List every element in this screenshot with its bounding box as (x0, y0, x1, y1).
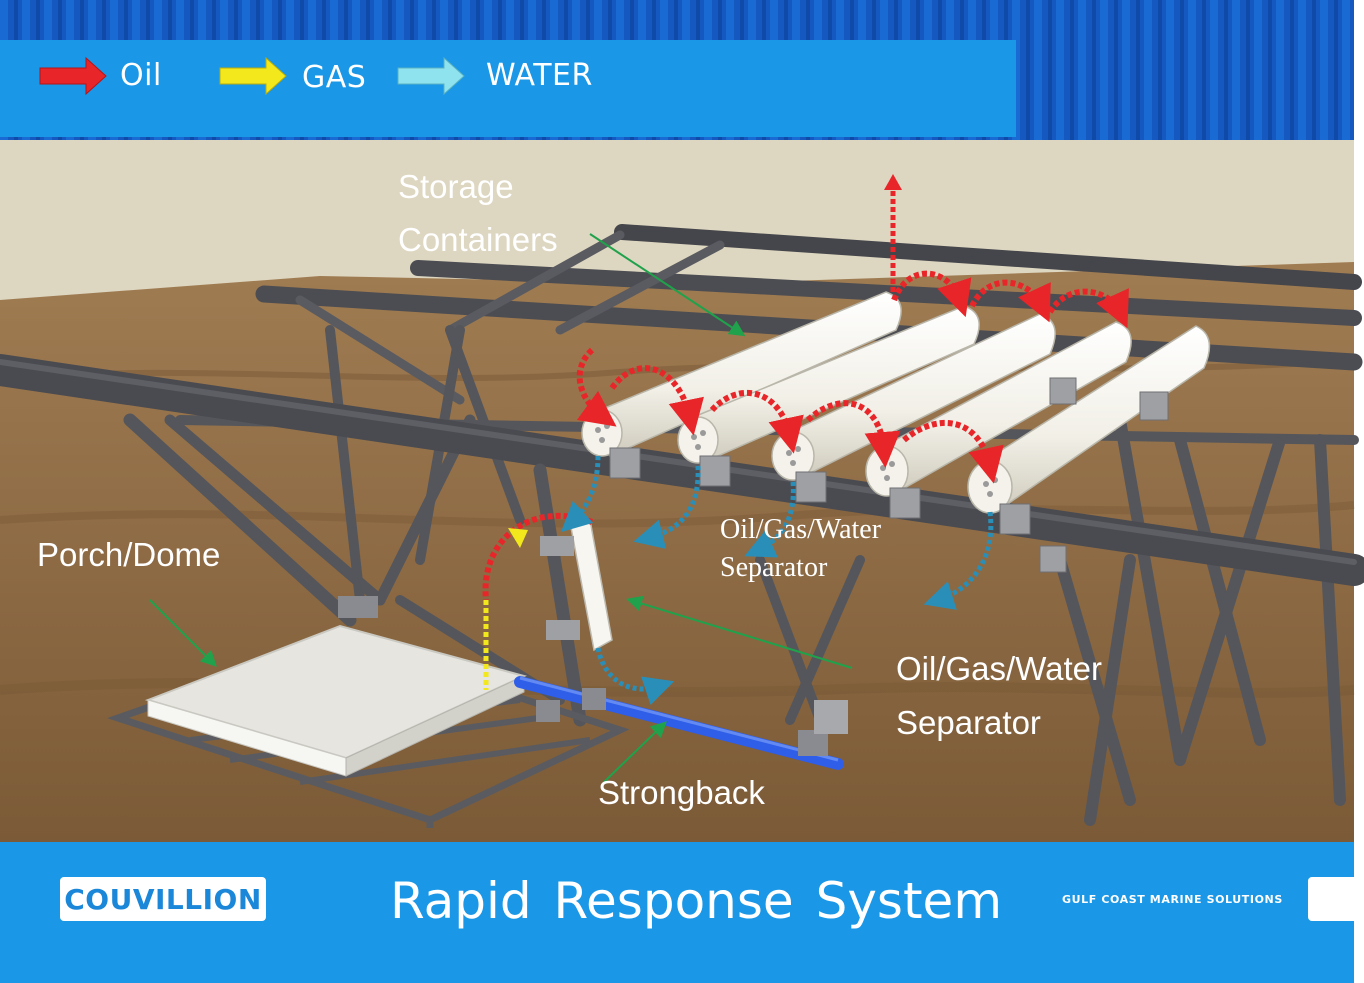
porch-dome (107, 624, 630, 828)
gas-flow-arrow-icon (508, 528, 528, 548)
couvillion-logo: COUVILLION (60, 877, 266, 921)
legend-water-label: WATER (486, 58, 593, 93)
tank-clamps (609, 377, 1169, 573)
legend-gas-arrow-icon (219, 56, 287, 96)
legend-gas-label: GAS (302, 60, 367, 95)
legend-oil-label: Oil (120, 58, 162, 93)
water-flow-paths (560, 455, 994, 705)
separator-large-label-line2: Separator (896, 704, 1041, 741)
porch-dome-label: Porch/Dome (37, 536, 221, 573)
logo-text: COUVILLION (64, 882, 262, 916)
separator-small-label-line2: Separator (720, 552, 828, 583)
legend-oil-arrow-icon (39, 56, 107, 96)
footer-corner-tab (1308, 877, 1354, 921)
separator-small-label-line1: Oil/Gas/Water (720, 514, 882, 545)
legend-banner (0, 40, 1016, 137)
separator-large-label-line1: Oil/Gas/Water (896, 650, 1102, 687)
system-title: Rapid Response System (390, 872, 1003, 930)
strongback-label: Strongback (598, 774, 765, 811)
storage-containers-label-line2: Containers (398, 221, 558, 258)
gas-vent-arrow-icon (884, 174, 902, 292)
company-tagline: GULF COAST MARINE SOLUTIONS (1062, 893, 1283, 906)
legend-water-arrow-icon (397, 56, 465, 96)
storage-containers-label-line1: Storage (398, 168, 514, 205)
pointer-lines (149, 233, 853, 783)
strongback (338, 596, 848, 770)
